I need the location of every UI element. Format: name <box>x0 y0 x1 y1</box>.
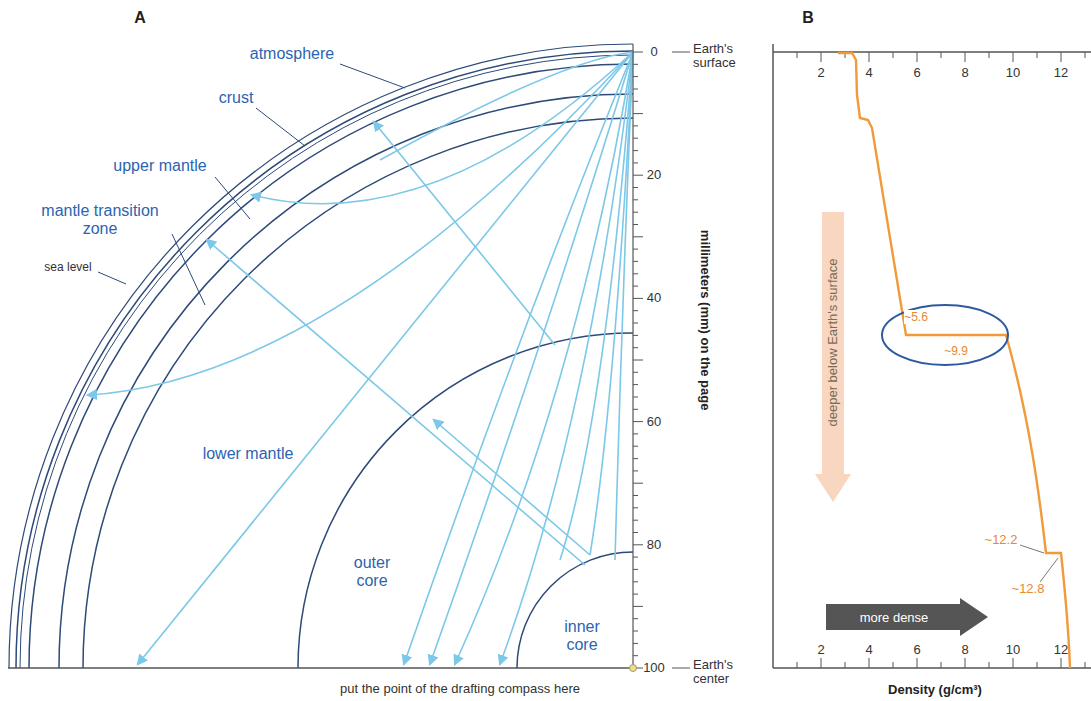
tick-number: 100 <box>643 661 665 675</box>
layer-label: outer core <box>342 554 402 589</box>
tick-number: 80 <box>647 538 661 552</box>
compass-point <box>630 665 637 672</box>
tick-number: 2 <box>817 66 824 80</box>
tick-number: 8 <box>961 66 968 80</box>
tick-number: 12 <box>1054 66 1068 80</box>
panel-letter: A <box>134 9 146 27</box>
layer-label: inner core <box>552 618 612 653</box>
tick-number: 6 <box>913 643 920 657</box>
node-text: ~9.9 <box>944 344 968 358</box>
tick-number: 4 <box>865 643 872 657</box>
tick-number: 10 <box>1006 643 1020 657</box>
seismic-rays <box>88 52 633 664</box>
panel-letter: B <box>802 9 814 27</box>
node-text: more dense <box>860 610 929 625</box>
layer-label: lower mantle <box>203 445 294 463</box>
tick-number: 10 <box>1006 66 1020 80</box>
tick-number: 12 <box>1054 643 1068 657</box>
layer-label: upper mantle <box>113 157 206 175</box>
tick-number: 60 <box>647 415 661 429</box>
axis-end-label: Earth's surface <box>693 42 748 71</box>
value-label: ~12.2 <box>985 533 1018 547</box>
density-chart <box>773 44 1091 668</box>
layer-label: sea level <box>44 261 91 274</box>
depth-arrow: deeper below Earth's surface <box>815 212 851 502</box>
value-label: ~12.8 <box>1012 582 1045 596</box>
axis-title: Density (g/cm³) <box>888 683 982 697</box>
layer-arcs <box>9 44 633 668</box>
highlight-ellipse: ~5.6 ~9.9 <box>880 303 1010 367</box>
tick-number: 20 <box>647 168 661 182</box>
mm-ruler <box>633 44 690 668</box>
tick-number: 0 <box>650 45 657 59</box>
density-arrow: more dense <box>826 598 988 636</box>
node-text: ~5.6 <box>904 310 928 324</box>
tick-number: 6 <box>913 66 920 80</box>
axis-title: millimeters (mm) on the page <box>698 230 712 411</box>
tick-number: 4 <box>865 66 872 80</box>
tick-number: 2 <box>817 643 824 657</box>
note-text: put the point of the drafting compass he… <box>340 682 580 696</box>
layer-label: mantle transition zone <box>25 202 175 237</box>
layer-label: crust <box>219 89 254 107</box>
axis-end-label: Earth's center <box>693 658 748 687</box>
tick-number: 40 <box>647 291 661 305</box>
leader-lines <box>98 64 405 305</box>
tick-number: 8 <box>961 643 968 657</box>
layer-label: atmosphere <box>250 45 335 63</box>
node-text: deeper below Earth's surface <box>826 258 841 426</box>
